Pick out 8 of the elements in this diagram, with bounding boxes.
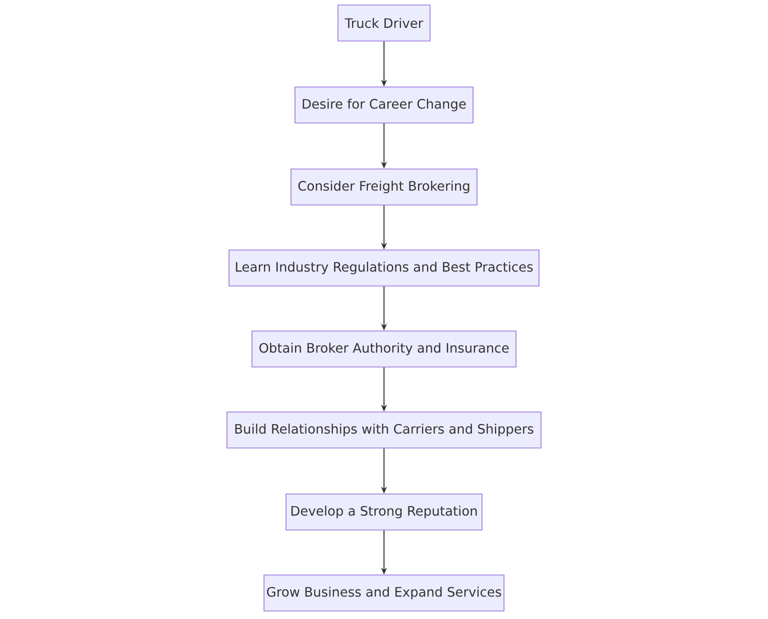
- process-box: Consider Freight Brokering: [290, 168, 478, 206]
- process-box: Truck Driver: [338, 4, 430, 42]
- process-box: Build Relationships with Carriers and Shippers: [226, 412, 542, 448]
- process-box: Grow Business and Expand Services: [264, 574, 504, 612]
- process-box: Obtain Broker Authority and Insurance: [252, 330, 516, 368]
- process-box: Desire for Career Change: [294, 86, 474, 124]
- process-box: Develop a Strong Reputation: [286, 494, 482, 530]
- process-box: Learn Industry Regulations and Best Practices: [228, 250, 540, 286]
